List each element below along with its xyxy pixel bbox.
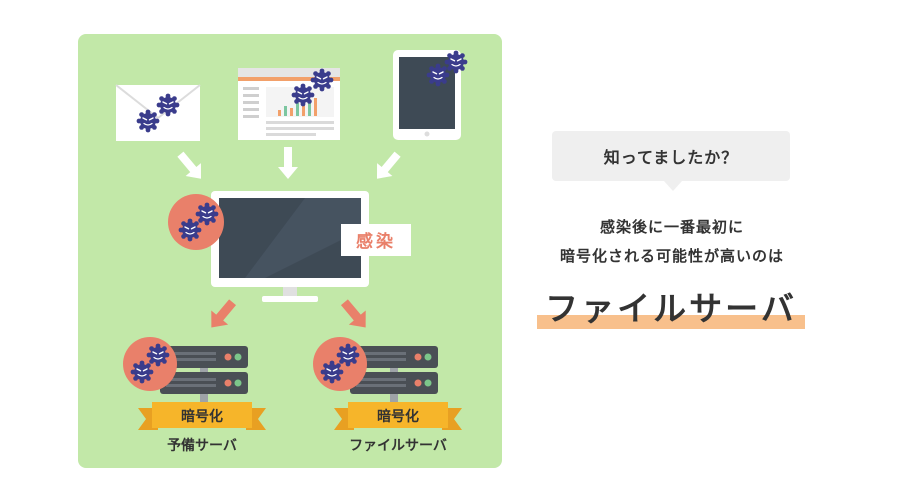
infected-label-box	[341, 224, 411, 256]
virus-icon	[177, 217, 203, 243]
virus-icon	[309, 67, 335, 93]
email-icon	[115, 84, 201, 141]
monitor-icon	[211, 191, 369, 302]
encrypted-ribbon-backup	[138, 402, 266, 430]
virus-icon	[155, 92, 181, 118]
server-icon-backup	[123, 337, 248, 406]
virus-icon	[335, 342, 361, 368]
virus-icon	[425, 62, 451, 88]
virus-icon	[135, 108, 161, 134]
server-icon-file	[313, 337, 438, 406]
virus-icon	[443, 49, 469, 75]
virus-icon	[145, 342, 171, 368]
virus-icon	[129, 359, 155, 385]
encrypted-badge-file: 暗号化	[377, 408, 419, 425]
virus-icon	[194, 201, 220, 227]
encrypted-ribbon-file	[334, 402, 462, 430]
infected-label: 感染	[356, 231, 396, 252]
encrypted-badge-backup: 暗号化	[181, 408, 223, 425]
server-name-backup: 予備サーバ	[167, 437, 237, 454]
infection-badge	[168, 194, 224, 250]
tablet-icon	[393, 49, 469, 140]
server-name-file: ファイルサーバ	[349, 438, 447, 454]
virus-icon	[290, 82, 316, 108]
browser-window-icon	[238, 67, 340, 140]
virus-icon	[319, 359, 345, 385]
